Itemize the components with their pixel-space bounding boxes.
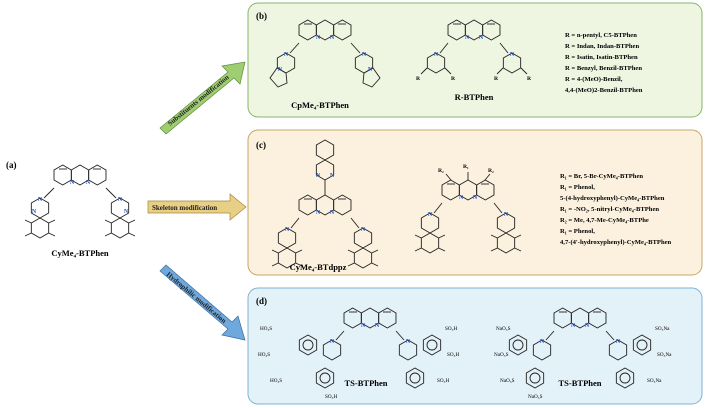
svg-text:R: R (494, 76, 499, 82)
svg-text:N: N (361, 323, 366, 329)
structure-cyme4-btdppz: N N N N N N (272, 139, 378, 268)
svg-text:N: N (316, 35, 321, 41)
c-list-item: 4,7-(4'-hydroxyphenyl)-CyMe₄-BTPhen (560, 239, 672, 246)
svg-text:R₁: R₁ (463, 164, 469, 170)
c-list-item: R₁ = Phenol, (560, 184, 595, 191)
structure-cpme4-btphen: N N N N N N (269, 20, 381, 88)
svg-text:N: N (434, 52, 439, 58)
svg-text:Hydrophilic modification: Hydrophilic modification (165, 270, 228, 325)
svg-text:N: N (504, 212, 509, 218)
svg-text:N: N (585, 323, 590, 329)
svg-text:HO₃S: HO₃S (260, 326, 272, 332)
svg-text:N: N (330, 210, 335, 216)
svg-text:N: N (361, 227, 366, 233)
c-list-item: R₂ = Me, 4,7-Me-CyMe₄-BTPhe (560, 217, 649, 224)
svg-text:N: N (124, 209, 129, 215)
structure-r-btphen: N N N N R R R R (416, 20, 532, 82)
svg-text:N: N (465, 35, 470, 41)
svg-text:N: N (571, 323, 576, 329)
name-cyme4-btphen: CyMe₄-BTPhen (51, 248, 109, 258)
c-list-item: 5-(4-hydroxyphenyl)-CyMe₄-BTPhen (560, 195, 665, 202)
svg-text:NaO₃S: NaO₃S (528, 394, 543, 400)
structure-ts-btphen-acid: N N N N HO₃S HO₃S HO₃S SO₃H SO₃H SO₃H SO… (258, 308, 459, 400)
svg-text:N: N (616, 339, 621, 345)
c-list-item: R₁ = Br, 5-Br-CyMe₄-BTPhen (560, 173, 643, 180)
arrow-skeleton: Skeleton modification (147, 193, 247, 221)
c-list-item: R₁ = Phenol, (560, 228, 595, 235)
b-list-item: 4,4-(MeO)2-Benzil-BTPhen (565, 87, 643, 94)
svg-text:N: N (540, 339, 545, 345)
panel-d-box (247, 287, 703, 405)
svg-text:N: N (473, 195, 478, 201)
b-list-item: R = n-pentyl, C5-BTPhen (565, 32, 637, 39)
svg-text:N: N (368, 67, 373, 73)
svg-text:NaO₃S: NaO₃S (494, 352, 509, 358)
svg-text:N: N (428, 212, 433, 218)
c-list-item: R₁ = -NO₂, 5-nitryl-CyMe₄-BTPhen (560, 206, 659, 213)
b-list-item: R = 4-(MeO)-Benzil, (565, 76, 623, 83)
svg-text:SO₃H: SO₃H (445, 326, 457, 332)
svg-text:SO₃H: SO₃H (325, 394, 337, 400)
name-cyme4-btdppz: CyMe₄-BTdppz (290, 262, 347, 272)
label-c: (c) (256, 140, 266, 150)
svg-text:N: N (278, 67, 283, 73)
panel-c-substituent-list: R₁ = Br, 5-Br-CyMe₄-BTPhen R₁ = Phenol, … (560, 173, 672, 246)
label-a: (a) (6, 160, 17, 170)
b-list-item: R = Isatin, Isatin-BTPhen (565, 54, 638, 61)
svg-text:N: N (284, 52, 289, 58)
svg-text:N: N (316, 210, 321, 216)
svg-text:R₂: R₂ (438, 168, 444, 174)
arrow-substituents: Substituents modification (159, 61, 246, 135)
name-ts-btphen-acid: TS-BTPhen (345, 378, 388, 388)
svg-text:N: N (362, 52, 367, 58)
svg-text:N: N (375, 323, 380, 329)
svg-text:N: N (118, 197, 123, 203)
svg-text:Skeleton modification: Skeleton modification (152, 204, 217, 212)
svg-text:N: N (330, 339, 335, 345)
svg-text:N: N (479, 35, 484, 41)
svg-text:R₂: R₂ (488, 168, 494, 174)
svg-text:N: N (316, 173, 321, 179)
label-d: (d) (256, 296, 267, 306)
name-cpme4-btphen: CpMe₄-BTPhen (291, 100, 349, 110)
structure-ts-btphen-salt: N N N N NaO₃S NaO₃S NaO₃S NaO₃S SO₃Na SO… (494, 308, 672, 400)
svg-text:NaO₃S: NaO₃S (500, 378, 515, 384)
panel-b-box (247, 2, 703, 118)
svg-text:N: N (330, 35, 335, 41)
svg-text:R: R (451, 76, 456, 82)
svg-text:N: N (32, 209, 37, 215)
structure-r1-r2-btphen: R₁ R₂ R₂ N N N N (415, 164, 521, 253)
svg-text:N: N (330, 173, 335, 179)
b-list-item: R = Benzyl, Benzil-BTPhen (565, 65, 642, 72)
svg-text:HO₃S: HO₃S (258, 352, 270, 358)
svg-text:SO₃H: SO₃H (447, 352, 459, 358)
b-list-item: R = Indan, Indan-BTPhen (565, 43, 639, 50)
svg-text:N: N (70, 180, 75, 186)
svg-text:SO₃Na: SO₃Na (655, 326, 670, 332)
svg-text:R: R (527, 76, 532, 82)
svg-text:N: N (406, 339, 411, 345)
svg-text:SO₃Na: SO₃Na (647, 378, 662, 384)
svg-text:R: R (416, 76, 421, 82)
structure-cyme4-btphen: N N N N N N (25, 165, 135, 238)
svg-text:SO₃H: SO₃H (437, 378, 449, 384)
svg-text:N: N (510, 52, 515, 58)
panel-c-box (247, 129, 703, 276)
svg-text:HO₃S: HO₃S (270, 378, 282, 384)
svg-text:SO₃Na: SO₃Na (657, 352, 672, 358)
name-ts-btphen-salt: TS-BTPhen (559, 378, 602, 388)
arrow-hydrophilic: Hydrophilic modification (159, 264, 246, 341)
svg-text:N: N (459, 195, 464, 201)
svg-text:Substituents modification: Substituents modification (166, 73, 231, 127)
svg-text:N: N (86, 180, 91, 186)
name-r-btphen: R-BTPhen (455, 92, 494, 102)
svg-text:N: N (38, 197, 43, 203)
svg-text:NaO₃S: NaO₃S (496, 326, 511, 332)
label-b: (b) (256, 11, 267, 21)
panel-b-substituent-list: R = n-pentyl, C5-BTPhen R = Indan, Indan… (565, 32, 643, 94)
svg-text:N: N (285, 227, 290, 233)
